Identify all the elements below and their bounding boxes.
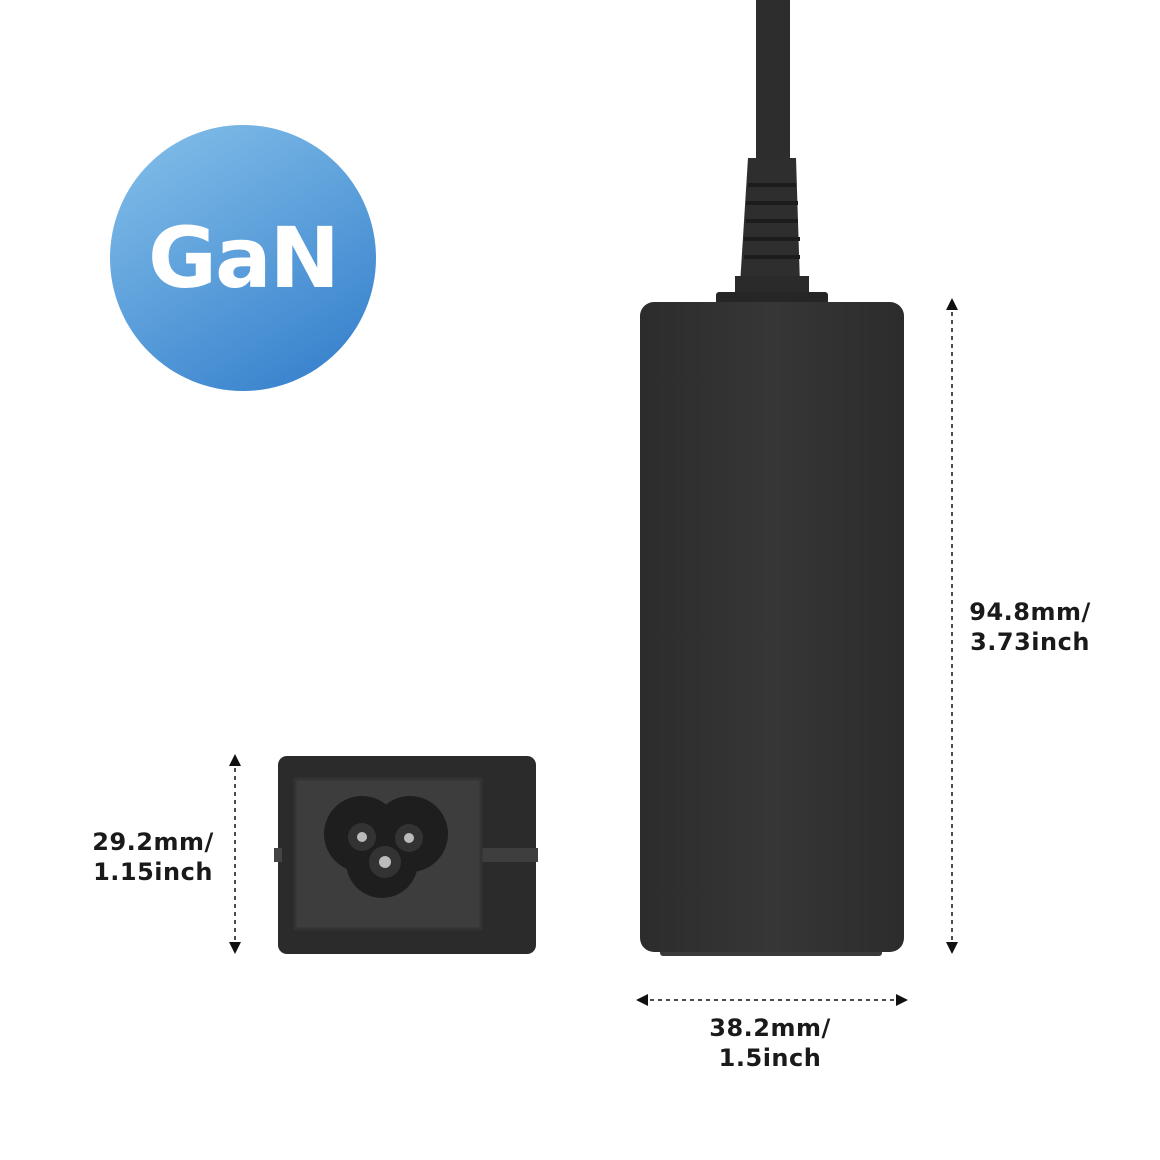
width-label: 38.2mm/ 1.5inch [700, 1013, 840, 1073]
height-label: 29.2mm/ 1.15inch [83, 827, 223, 887]
height-mm: 29.2mm/ [92, 828, 214, 856]
width-mm: 38.2mm/ [709, 1014, 831, 1042]
gan-badge [110, 125, 376, 391]
length-label: 94.8mm/ 3.73inch [960, 597, 1100, 657]
width-inch: 1.5inch [718, 1044, 822, 1072]
gan-badge-text: GaN [148, 209, 340, 307]
length-mm: 94.8mm/ [969, 598, 1091, 626]
adapter-body [640, 302, 904, 956]
ac-connector-end [274, 756, 538, 954]
power-cable [716, 0, 828, 304]
length-inch: 3.73inch [970, 628, 1090, 656]
height-inch: 1.15inch [93, 858, 213, 886]
